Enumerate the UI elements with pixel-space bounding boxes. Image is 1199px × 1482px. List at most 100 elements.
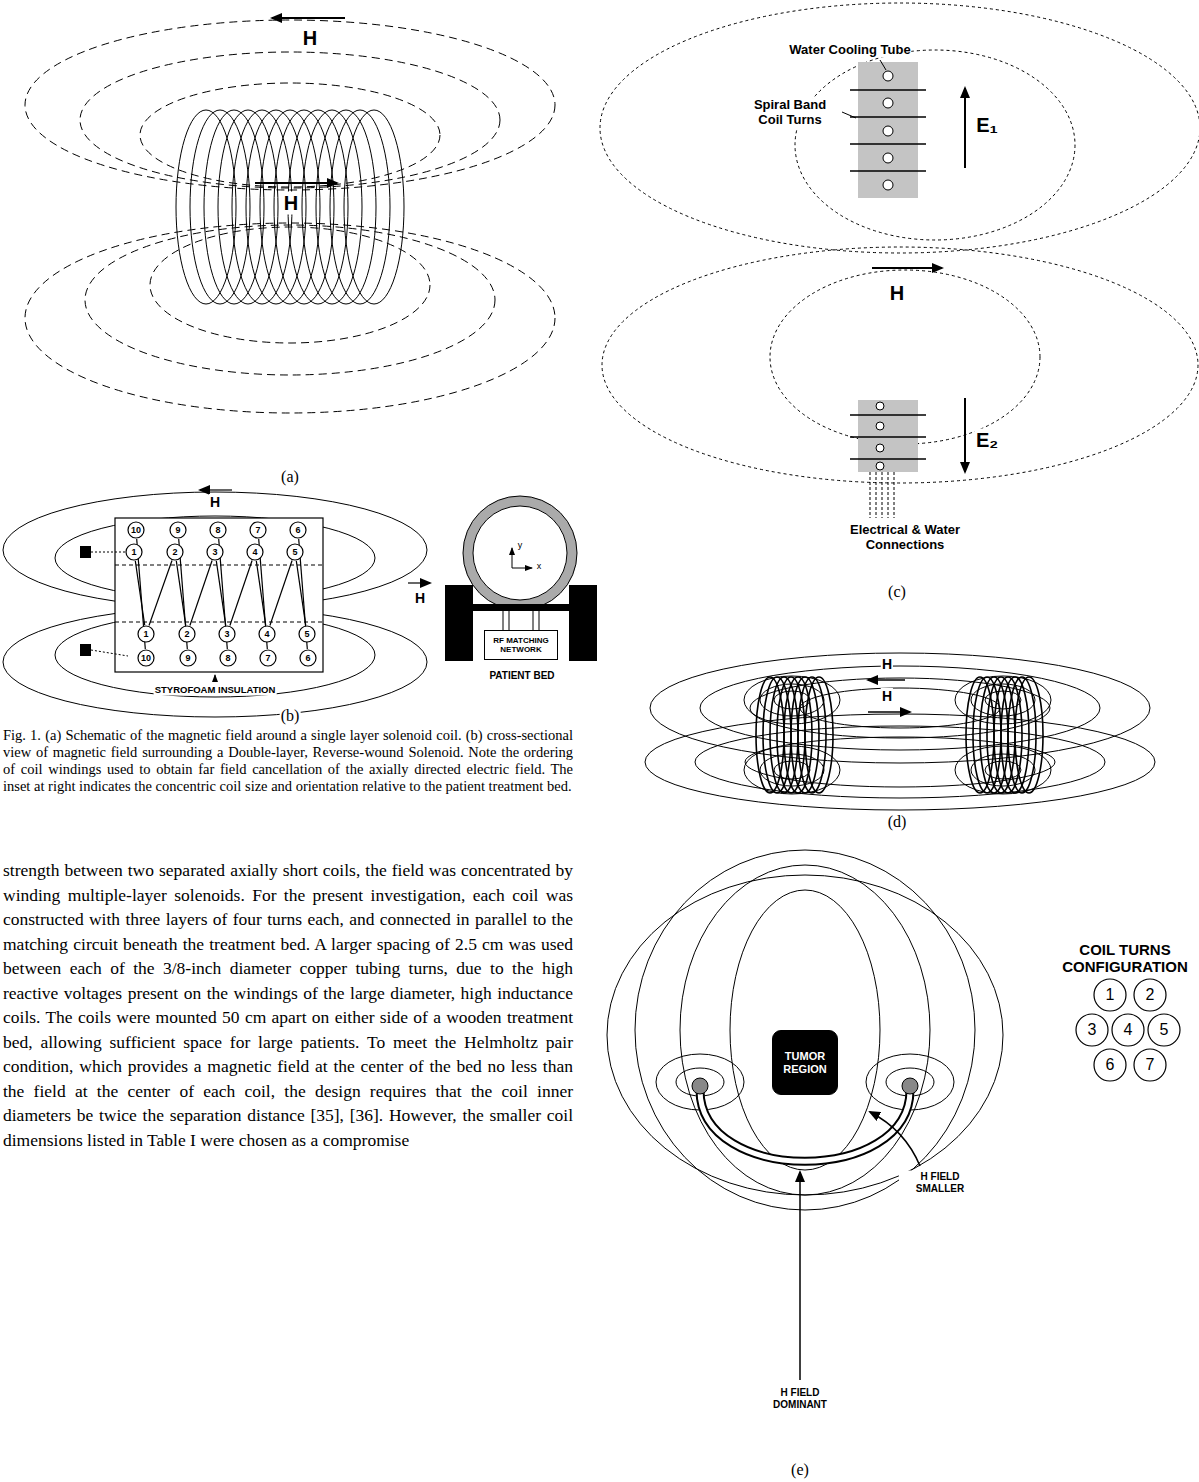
coil-band — [858, 62, 918, 198]
number-circle — [207, 544, 223, 560]
number-circle — [287, 544, 303, 560]
coil-turn — [850, 414, 926, 416]
field-label: H — [881, 656, 893, 672]
part-label: Water Cooling Tube — [788, 43, 911, 58]
number-circle — [179, 626, 195, 642]
winding-number: 6 — [295, 525, 300, 535]
winding-number: 8 — [215, 525, 220, 535]
panel-label: (d) — [887, 813, 908, 831]
winding-number: 5 — [304, 629, 309, 639]
winding-number: 10 — [141, 653, 151, 663]
matching-network-box: RF MATCHING NETWORK — [484, 630, 558, 660]
winding-number: 1 — [131, 547, 136, 557]
heading-label: COIL TURNS CONFIGURATION — [1059, 941, 1191, 976]
callout-text: H FIELD SMALLER — [899, 1171, 981, 1194]
coil-end — [902, 1078, 918, 1094]
cooling-tube — [883, 71, 893, 81]
leader-line — [215, 675, 216, 682]
field-line — [25, 223, 555, 413]
winding-number: 3 — [224, 629, 229, 639]
terminal — [80, 546, 91, 558]
field-line — [886, 1068, 934, 1096]
cooling-tube — [883, 153, 893, 163]
field-label: H — [283, 192, 299, 215]
field-line — [607, 875, 1003, 1195]
cooling-tube — [876, 402, 884, 410]
winding-number: 4 — [264, 629, 269, 639]
field-line — [635, 850, 975, 1210]
field-label: E₁ — [975, 114, 999, 137]
turn-number: 5 — [1160, 1021, 1169, 1039]
coil-turn — [850, 143, 926, 145]
field-arrow — [964, 88, 966, 168]
callout-arrow — [870, 1112, 920, 1166]
number-circle — [1076, 1014, 1108, 1046]
field-line — [676, 1068, 724, 1096]
field-label: H — [414, 590, 426, 606]
number-circle — [1148, 1014, 1180, 1046]
winding-number: 8 — [225, 653, 230, 663]
bed-support — [569, 585, 597, 661]
field-label: H — [302, 27, 318, 50]
field-arrow — [255, 182, 337, 184]
number-circle — [1134, 979, 1166, 1011]
number-circle — [247, 544, 263, 560]
coil-winding — [135, 561, 144, 625]
field-arrow — [964, 398, 966, 472]
field-arrow — [408, 582, 430, 583]
field-arrow — [868, 679, 905, 681]
coil-winding — [190, 561, 212, 626]
winding-number: 2 — [172, 547, 177, 557]
winding-number: 7 — [265, 653, 270, 663]
coil-arc — [700, 1090, 910, 1161]
insulation-layer — [115, 622, 323, 623]
field-arrow — [868, 711, 910, 713]
feed-line — [539, 611, 540, 630]
part-label: STYROFOAM INSULATION — [154, 685, 277, 696]
cooling-tube — [876, 422, 884, 430]
coil-turn — [850, 116, 926, 118]
coil-turn — [850, 436, 926, 438]
number-circle — [138, 650, 154, 666]
connection-lead — [870, 472, 871, 518]
number-circle — [1094, 979, 1126, 1011]
figure-caption: Fig. 1. (a) Schematic of the magnetic fi… — [3, 727, 573, 795]
callout-text: H FIELD DOMINANT — [759, 1387, 841, 1410]
number-circle — [138, 626, 154, 642]
field-label: H — [881, 688, 893, 704]
field-line — [750, 678, 1050, 738]
turn-number: 1 — [1106, 986, 1115, 1004]
field-arrow — [872, 267, 942, 269]
number-circle — [259, 626, 275, 642]
turn-number: 6 — [1106, 1056, 1115, 1074]
connection-lead — [876, 472, 877, 518]
number-circle — [180, 650, 196, 666]
field-label: H — [209, 494, 221, 510]
leader-line — [842, 112, 856, 118]
number-circle — [167, 544, 183, 560]
tumor-region-box: TUMOR REGION — [772, 1030, 838, 1095]
coil-winding — [805, 677, 833, 793]
panel-label: (a) — [280, 468, 300, 486]
panel-label: (b) — [280, 707, 301, 725]
coil-turn — [850, 458, 926, 460]
coil-winding — [1008, 677, 1036, 793]
turn-number: 4 — [1124, 1021, 1133, 1039]
field-arrow — [272, 17, 345, 19]
terminal-lead — [91, 650, 128, 656]
coil-winding — [230, 561, 252, 626]
winding-number: 4 — [252, 547, 257, 557]
axis-label: y — [517, 540, 524, 550]
bed-support — [445, 585, 473, 661]
coil-winding — [149, 560, 172, 625]
coil-arc — [700, 1090, 910, 1161]
connection-lead — [888, 472, 889, 518]
cooling-tube — [883, 180, 893, 190]
number-circle — [1094, 1049, 1126, 1081]
cooling-tube — [883, 98, 893, 108]
coil-winding — [316, 110, 376, 304]
terminal — [80, 644, 91, 656]
number-circle — [1112, 1014, 1144, 1046]
styrofoam-insulation — [115, 518, 323, 672]
